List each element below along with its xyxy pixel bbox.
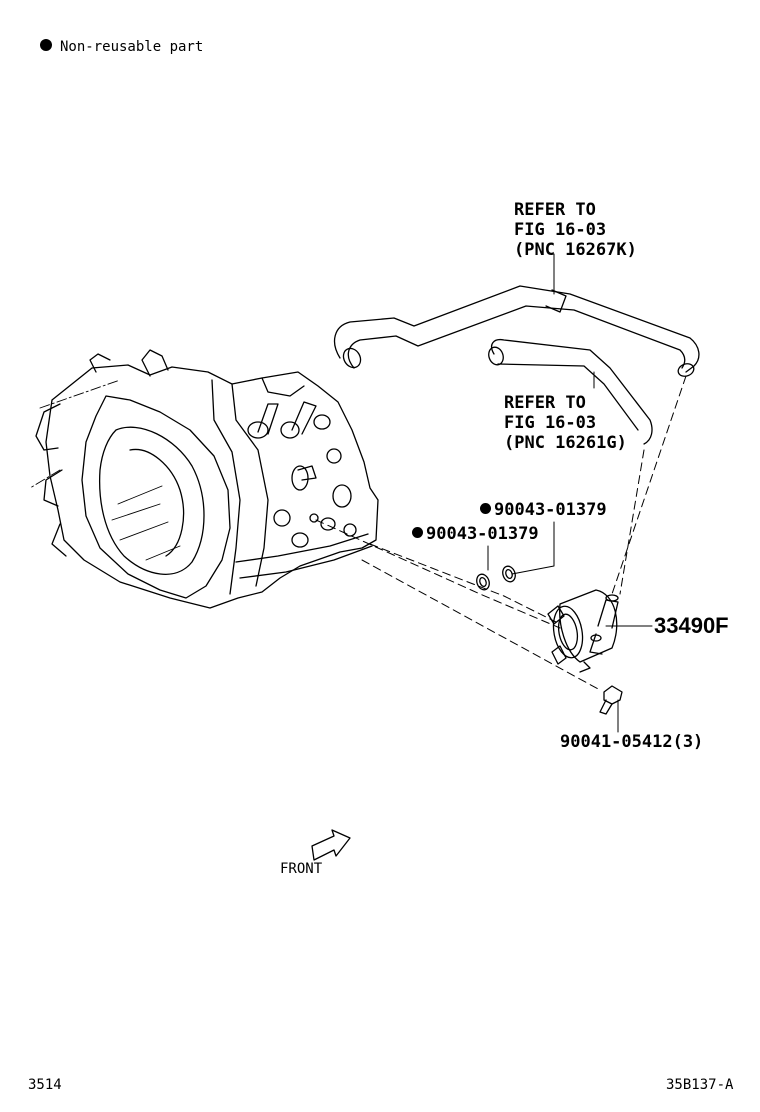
part-label-gasket-upper[interactable]: 90043-01379 bbox=[480, 502, 607, 519]
refer-line: (PNC 16267K) bbox=[514, 240, 637, 260]
bolt bbox=[599, 685, 623, 733]
front-label: FRONT bbox=[280, 861, 323, 877]
part-number: 90043-01379 bbox=[494, 500, 607, 520]
non-reusable-dot-icon bbox=[480, 502, 491, 514]
legend-text: Non-reusable part bbox=[60, 39, 204, 55]
refer-line: (PNC 16261G) bbox=[504, 433, 627, 453]
front-arrow-icon bbox=[311, 829, 351, 861]
leader-lines bbox=[487, 521, 555, 575]
non-reusable-dot-icon bbox=[412, 526, 423, 538]
legend: Non-reusable part bbox=[40, 39, 204, 55]
footer-right-code: 35B137-A bbox=[666, 1077, 734, 1093]
oil-cooler bbox=[547, 589, 653, 673]
footer-left-code: 3514 bbox=[28, 1077, 62, 1093]
refer-line: FIG 16-03 bbox=[514, 220, 607, 240]
refer-note-lower-hose: REFER TO FIG 16-03 (PNC 16261G) bbox=[504, 393, 627, 453]
part-label-gasket-lower[interactable]: 90043-01379 bbox=[412, 526, 539, 543]
part-label-oil-cooler[interactable]: 33490F bbox=[654, 613, 729, 638]
gasket-rings bbox=[476, 565, 516, 591]
refer-line: REFER TO bbox=[504, 393, 586, 413]
lower-hose bbox=[488, 338, 653, 445]
transmission-case bbox=[29, 349, 379, 609]
refer-line: FIG 16-03 bbox=[504, 413, 597, 433]
alignment-lines bbox=[315, 375, 687, 691]
refer-line: REFER TO bbox=[514, 200, 596, 220]
refer-note-upper-hose: REFER TO FIG 16-03 (PNC 16267K) bbox=[514, 200, 637, 260]
part-label-bolt[interactable]: 90041-05412(3) bbox=[560, 732, 704, 752]
non-reusable-dot-icon bbox=[40, 39, 52, 51]
part-number: 90043-01379 bbox=[426, 524, 539, 544]
upper-hose bbox=[333, 253, 700, 377]
